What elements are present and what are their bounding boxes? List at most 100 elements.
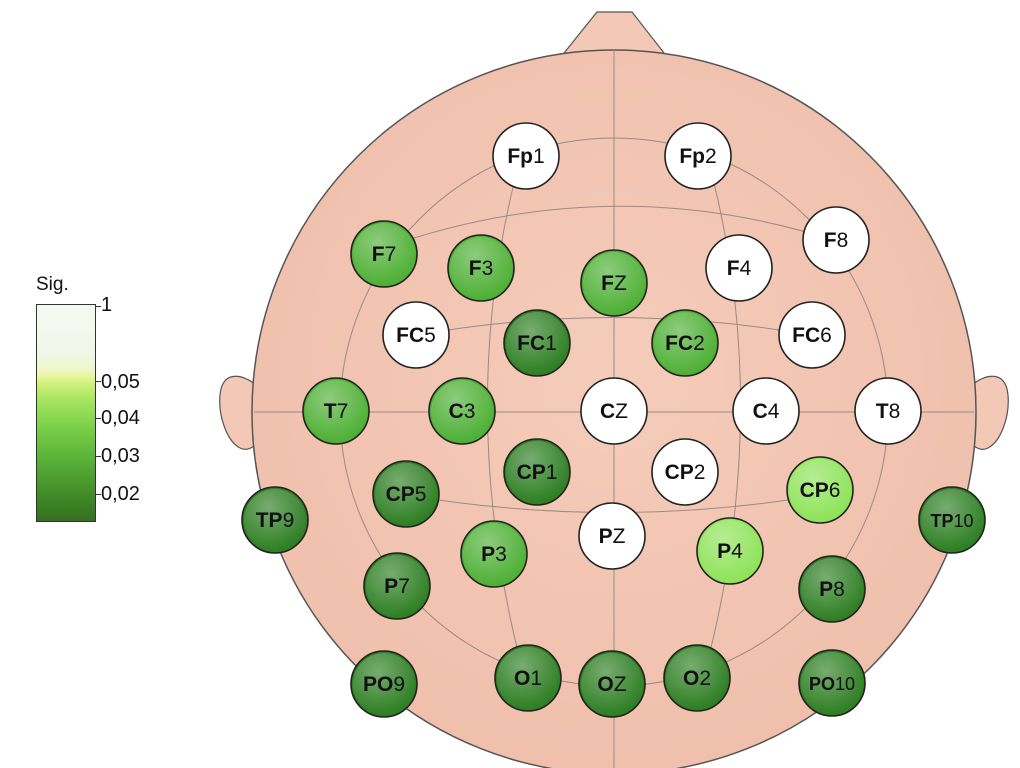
- electrode-label-suffix: 8: [837, 229, 849, 252]
- electrode-label-prefix: O: [597, 673, 613, 696]
- electrode-label-prefix: CP: [665, 461, 694, 484]
- electrode-pz: PZ: [578, 502, 646, 570]
- electrode-fc1: FC1: [503, 309, 571, 377]
- electrode-label-prefix: Fp: [679, 145, 705, 168]
- electrode-fp1: Fp1: [492, 122, 560, 190]
- electrode-label-suffix: 7: [337, 400, 349, 423]
- electrode-o2: O2: [663, 644, 731, 712]
- electrode-label-suffix: 5: [415, 483, 427, 506]
- electrode-fc6: FC6: [778, 301, 846, 369]
- electrode-highlight: [497, 647, 559, 709]
- electrode-label-prefix: F: [824, 229, 837, 252]
- electrode-cp1: CP1: [503, 438, 571, 506]
- electrode-label: CP2: [665, 461, 706, 484]
- electrode-label: Fp2: [679, 145, 716, 168]
- electrode-label: C3: [449, 400, 476, 423]
- legend-tick: [96, 494, 101, 495]
- electrode-label: O1: [514, 667, 542, 690]
- electrode-label: F3: [469, 257, 494, 280]
- electrode-fc5: FC5: [382, 301, 450, 369]
- electrode-oz: OZ: [578, 650, 646, 718]
- electrode-highlight: [431, 380, 493, 442]
- electrode-label-suffix: 1: [545, 332, 557, 355]
- electrode-label-suffix: 10: [835, 674, 855, 694]
- electrode-label-suffix: Z: [614, 673, 627, 696]
- electrode-label-suffix: Z: [615, 400, 628, 423]
- electrode-label: PZ: [599, 525, 626, 548]
- electrode-label-prefix: PO: [363, 673, 393, 696]
- electrode-label-prefix: CP: [386, 483, 415, 506]
- electrode-label: FC6: [792, 324, 832, 347]
- electrode-label: F8: [824, 229, 849, 252]
- electrode-cp2: CP2: [651, 438, 719, 506]
- electrode-label-suffix: 4: [740, 257, 752, 280]
- electrode-highlight: [735, 380, 797, 442]
- electrode-highlight: [244, 489, 306, 551]
- electrode-highlight: [708, 237, 770, 299]
- legend-label-002: 0,02: [101, 483, 140, 505]
- electrode-p4: P4: [696, 517, 764, 585]
- electrode-fp2: Fp2: [664, 122, 732, 190]
- electrode-highlight: [375, 463, 437, 525]
- electrode-label: FZ: [601, 272, 627, 295]
- electrode-highlight: [654, 441, 716, 503]
- electrode-highlight: [789, 459, 851, 521]
- electrode-label: FC5: [396, 324, 436, 347]
- electrode-label: CP1: [517, 461, 558, 484]
- electrode-label-prefix: FC: [517, 332, 545, 355]
- electrode-label: CP6: [800, 479, 841, 502]
- electrode-highlight: [921, 489, 983, 551]
- electrode-highlight: [781, 304, 843, 366]
- electrode-label-suffix: 3: [464, 400, 476, 423]
- electrode-label-prefix: P: [819, 578, 833, 601]
- electrode-highlight: [305, 380, 367, 442]
- electrode-label: C4: [753, 400, 780, 423]
- electrode-highlight: [495, 125, 557, 187]
- electrode-label: TP10: [930, 511, 973, 531]
- significance-colorbar: [36, 304, 96, 522]
- electrode-label: P8: [819, 578, 845, 601]
- electrode-fc2: FC2: [651, 309, 719, 377]
- electrode-highlight: [801, 652, 863, 714]
- electrode-label-prefix: F: [469, 257, 482, 280]
- electrode-highlight: [583, 380, 645, 442]
- electrode-label-prefix: PO: [809, 674, 835, 694]
- electrode-highlight: [506, 441, 568, 503]
- legend-label-005: 0,05: [101, 371, 140, 393]
- electrode-label: O2: [683, 667, 711, 690]
- electrode-label-prefix: C: [600, 400, 615, 423]
- electrode-highlight: [366, 555, 428, 617]
- electrode-f7: F7: [350, 220, 418, 288]
- electrode-label: T7: [324, 400, 349, 423]
- electrode-label-suffix: 8: [833, 578, 845, 601]
- electrode-label-prefix: C: [753, 400, 768, 423]
- electrode-highlight: [699, 520, 761, 582]
- electrode-highlight: [583, 252, 645, 314]
- electrode-label-prefix: F: [727, 257, 740, 280]
- electrode-cz: CZ: [580, 377, 648, 445]
- electrode-highlight: [801, 558, 863, 620]
- electrode-highlight: [805, 209, 867, 271]
- electrode-label-prefix: TP: [256, 509, 283, 532]
- electrode-c3: C3: [428, 377, 496, 445]
- electrode-label-prefix: P: [717, 540, 731, 563]
- electrode-label-prefix: P: [384, 575, 398, 598]
- electrode-label-suffix: 8: [889, 400, 901, 423]
- electrode-label-suffix: 3: [482, 257, 494, 280]
- electrode-label: PO10: [809, 674, 855, 694]
- legend-label-1: 1: [101, 294, 113, 316]
- legend-title: Sig.: [36, 274, 69, 295]
- electrode-cp5: CP5: [372, 460, 440, 528]
- electrode-highlight: [385, 304, 447, 366]
- electrode-label: P7: [384, 575, 410, 598]
- electrode-label: FC2: [665, 332, 705, 355]
- electrode-label-suffix: 4: [768, 400, 780, 423]
- electrode-label-suffix: 6: [829, 479, 841, 502]
- electrode-label: F7: [372, 243, 397, 266]
- legend-tick: [96, 456, 101, 457]
- electrode-p7: P7: [363, 552, 431, 620]
- electrode-label: P4: [717, 540, 743, 563]
- electrode-f8: F8: [802, 206, 870, 274]
